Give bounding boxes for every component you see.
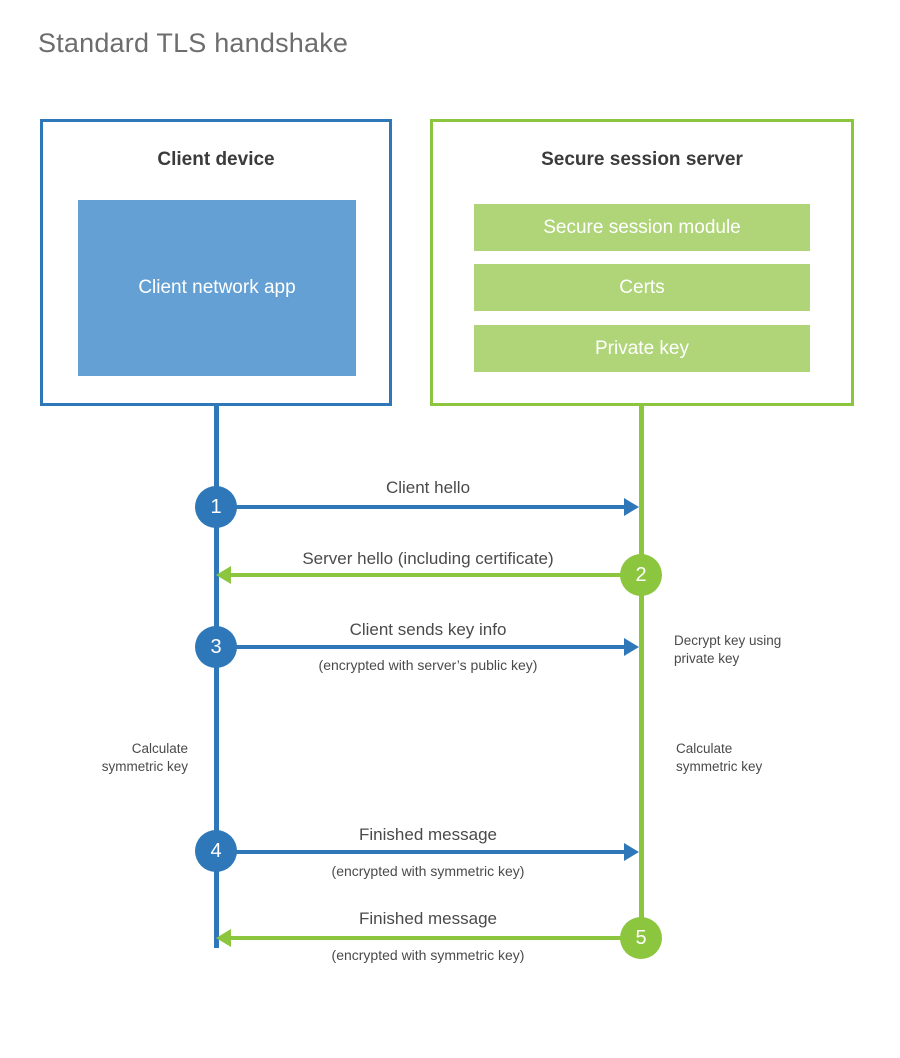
step-1-label: Client hello: [385, 478, 471, 497]
server-component-secure-session-module: Secure session module: [474, 204, 810, 251]
step-4-sublabel: (encrypted with symmetric key): [331, 863, 525, 879]
client-device-box: Client device Client network app: [40, 119, 392, 406]
server-decrypt-note: Decrypt key using private key: [674, 633, 782, 667]
page-title: Standard TLS handshake: [38, 28, 349, 58]
client-calculate-symmetric-key-note: Calculate symmetric key: [101, 741, 188, 775]
server-calculate-symmetric-key-note: Calculate symmetric key: [676, 741, 763, 775]
client-lifeline: [214, 403, 219, 948]
step-5-sublabel: (encrypted with symmetric key): [331, 947, 525, 963]
step-3-arrow-line: [216, 645, 624, 649]
step-4-marker: 4: [195, 830, 237, 872]
step-4-arrow-line: [216, 850, 624, 854]
step-3-arrowhead-icon: [624, 638, 639, 656]
step-3-marker: 3: [195, 626, 237, 668]
step-1-marker: 1: [195, 486, 237, 528]
step-2-arrow-line: [231, 573, 624, 577]
step-5-arrowhead-icon: [216, 929, 231, 947]
server-component-certs: Certs: [474, 264, 810, 311]
server-component-private-key: Private key: [474, 325, 810, 372]
client-network-app-block: Client network app: [78, 200, 356, 376]
step-1-arrow-line: [216, 505, 624, 509]
step-3-sublabel: (encrypted with server’s public key): [318, 657, 538, 673]
step-4-label: Finished message: [359, 825, 497, 844]
secure-session-server-box: Secure session server Secure session mod…: [430, 119, 854, 406]
step-5-label: Finished message: [359, 909, 497, 928]
step-2-arrowhead-icon: [216, 566, 231, 584]
step-2-marker: 2: [620, 554, 662, 596]
server-lifeline: [639, 403, 644, 940]
secure-session-server-title: Secure session server: [541, 149, 743, 170]
step-3-label: Client sends key info: [349, 620, 507, 639]
step-1-arrowhead-icon: [624, 498, 639, 516]
step-5-arrow-line: [231, 936, 624, 940]
client-device-title: Client device: [157, 149, 275, 170]
step-2-label: Server hello (including certificate): [302, 549, 554, 568]
step-5-marker: 5: [620, 917, 662, 959]
step-4-arrowhead-icon: [624, 843, 639, 861]
